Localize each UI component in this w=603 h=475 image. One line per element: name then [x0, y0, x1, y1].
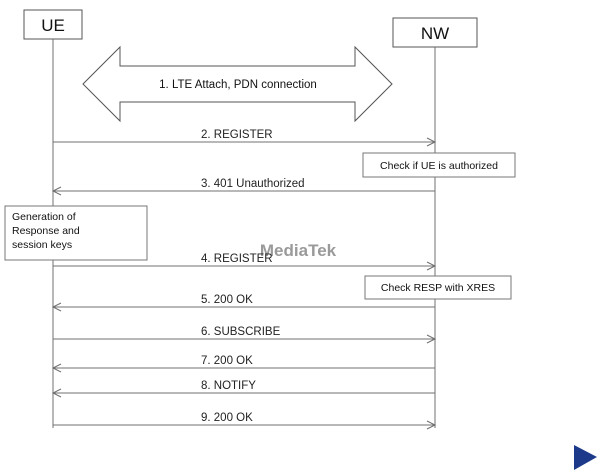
- play-icon[interactable]: [574, 445, 597, 470]
- attach-arrow: 1. LTE Attach, PDN connection: [82, 45, 393, 123]
- arrowhead-icon: [51, 302, 62, 312]
- note-check-authorized: Check if UE is authorized: [362, 152, 516, 178]
- nw-box: [392, 17, 478, 48]
- nw-entity: NW: [392, 17, 478, 48]
- note-generation-line-1: Generation of: [12, 211, 76, 223]
- message-6: 6. SUBSCRIBE: [53, 326, 437, 344]
- note-generation-line-2: Response and: [12, 225, 80, 237]
- message-label: 2. REGISTER: [201, 129, 273, 141]
- arrowhead-icon: [51, 388, 62, 398]
- arrowhead-icon: [426, 420, 437, 430]
- message-4: 4. REGISTER: [53, 253, 437, 271]
- message-label: 9. 200 OK: [201, 412, 253, 424]
- note-generation: Generation of Response and session keys: [4, 205, 148, 261]
- message-3: 3. 401 Unauthorized: [51, 178, 435, 196]
- attach-label: 1. LTE Attach, PDN connection: [159, 79, 317, 91]
- arrowhead-icon: [51, 186, 62, 196]
- message-label: 5. 200 OK: [201, 294, 253, 306]
- message-label: 4. REGISTER: [201, 253, 273, 265]
- ue-box: [23, 9, 83, 40]
- note-generation-box: [4, 205, 148, 261]
- message-9: 9. 200 OK: [53, 412, 437, 430]
- message-label: 7. 200 OK: [201, 355, 253, 367]
- message-5: 5. 200 OK: [51, 294, 435, 312]
- ue-label: UE: [41, 16, 65, 35]
- arrowhead-icon: [426, 334, 437, 344]
- ue-entity: UE: [23, 9, 83, 40]
- arrowhead-icon: [426, 137, 437, 147]
- message-2: 2. REGISTER: [53, 129, 437, 147]
- note-check-resp-box: [364, 275, 512, 300]
- note-check-authorized-text: Check if UE is authorized: [380, 160, 498, 172]
- note-generation-line-3: session keys: [12, 239, 72, 251]
- note-check-authorized-box: [362, 152, 516, 178]
- nw-label: NW: [421, 24, 449, 43]
- messages: 2. REGISTER 3. 401 Unauthorized 4. REGISTE…: [51, 129, 437, 430]
- message-label: 8. NOTIFY: [201, 380, 256, 392]
- attach-arrow-shape: [82, 45, 393, 123]
- watermark: MediaTek: [260, 241, 337, 260]
- message-label: 3. 401 Unauthorized: [201, 178, 305, 190]
- arrowhead-icon: [426, 261, 437, 271]
- note-check-resp-text: Check RESP with XRES: [381, 282, 495, 294]
- message-7: 7. 200 OK: [51, 355, 435, 373]
- message-label: 6. SUBSCRIBE: [201, 326, 281, 338]
- arrowhead-icon: [51, 363, 62, 373]
- note-check-resp: Check RESP with XRES: [364, 275, 512, 300]
- message-8: 8. NOTIFY: [51, 380, 435, 398]
